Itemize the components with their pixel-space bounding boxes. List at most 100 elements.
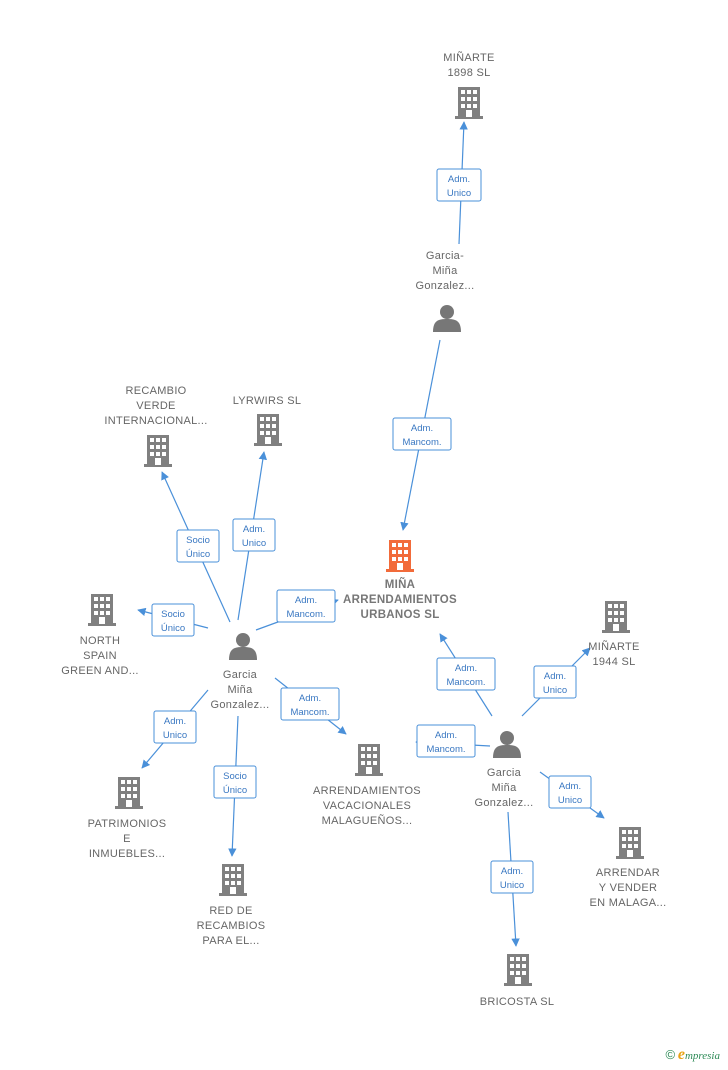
- node-garcia_right[interactable]: GarciaMiñaGonzalez...: [475, 731, 534, 809]
- node-label-line: Garcia: [487, 767, 522, 779]
- node-red[interactable]: RED DE RECAMBIOS PARA EL...: [197, 864, 266, 947]
- node-label-line: INMUEBLES...: [89, 848, 165, 860]
- node-label-line: VACACIONALES: [323, 800, 411, 812]
- edge-label-line: Socio: [223, 771, 247, 782]
- node-label-line: Gonzalez...: [211, 699, 270, 711]
- person-icon: [433, 305, 461, 332]
- building-icon: [455, 87, 483, 119]
- node-arrvac[interactable]: ARRENDAMIENTOSVACACIONALESMALAGUEÑOS...: [313, 744, 421, 827]
- edge-label-box: [280, 687, 340, 721]
- edge-role-label[interactable]: Adm.Mancom.: [416, 724, 476, 758]
- node-label-line: ARRENDAMIENTOS: [343, 594, 457, 606]
- edge-role-label[interactable]: Adm.Unico: [548, 775, 592, 809]
- edge-label-line: Adm.: [544, 671, 566, 682]
- edge-label-box: [436, 168, 482, 202]
- node-label-line: Gonzalez...: [416, 280, 475, 292]
- copyright-symbol: ©: [665, 1047, 676, 1062]
- node-label-line: MALAGUEÑOS...: [322, 814, 413, 827]
- node-patrimonios[interactable]: PATRIMONIOS E INMUEBLES...: [88, 777, 167, 860]
- node-label-line: GREEN AND...: [61, 665, 139, 677]
- building-icon: [219, 864, 247, 896]
- person-icon: [229, 633, 257, 660]
- node-main[interactable]: MIÑA ARRENDAMIENTOS URBANOS SL: [343, 540, 457, 621]
- node-label-line: RED DE: [209, 905, 252, 917]
- node-garcia_left[interactable]: GarciaMiñaGonzalez...: [211, 633, 270, 711]
- building-icon: [616, 827, 644, 859]
- node-label-line: URBANOS SL: [360, 609, 439, 621]
- node-label-line: RECAMBIO: [125, 385, 186, 397]
- edge-label-line: Adm.: [435, 730, 457, 741]
- edge-label-line: Unico: [242, 538, 266, 549]
- edge-label-line: Adm.: [455, 663, 477, 674]
- building-icon: [88, 594, 116, 626]
- edge-label-line: Unico: [500, 880, 524, 891]
- node-label-line: Miña: [491, 782, 517, 794]
- edge-role-label[interactable]: Adm. Mancom.: [392, 417, 452, 451]
- edge-role-label[interactable]: Adm.Unico: [490, 860, 534, 894]
- edge-label-line: Adm.: [448, 174, 470, 185]
- node-label-line: E: [123, 833, 131, 845]
- node-recambio[interactable]: RECAMBIOVERDEINTERNACIONAL...: [104, 385, 207, 467]
- edge-label-box: [548, 775, 592, 809]
- edge-garcia_top-to-main: Adm. Mancom.: [392, 339, 452, 531]
- edge-label-line: Adm.: [411, 423, 433, 434]
- node-label-line: Garcia: [223, 669, 258, 681]
- edge-label-line: Unico: [558, 795, 582, 806]
- edge-label-box: [176, 529, 220, 563]
- node-label-line: Gonzalez...: [475, 797, 534, 809]
- building-icon: [355, 744, 383, 776]
- edge-garcia_right-to-minarte1944: Adm. Unico: [521, 647, 591, 717]
- node-label-line: PARA EL...: [202, 935, 259, 947]
- node-label-line: LYRWIRS SL: [233, 395, 302, 407]
- edge-role-label[interactable]: Adm. Unico: [533, 665, 577, 699]
- edge-role-label[interactable]: Adm.Mancom.: [280, 687, 340, 721]
- node-label-line: NORTH: [80, 635, 120, 647]
- building-icon: [386, 540, 414, 572]
- node-label-line: ARRENDAR: [596, 867, 660, 879]
- edge-garcia_right-to-main: Adm.Mancom.: [436, 633, 496, 717]
- edge-role-label[interactable]: Adm.Mancom.: [436, 657, 496, 691]
- node-label-line: EN MALAGA...: [590, 897, 667, 909]
- building-icon: [602, 601, 630, 633]
- node-label-line: MIÑARTE: [588, 640, 639, 653]
- edge-label-line: Adm.: [243, 524, 265, 535]
- node-bricosta[interactable]: BRICOSTA SL: [480, 954, 555, 1008]
- edge-garcia_left-to-main: Adm.Mancom.: [255, 589, 339, 631]
- node-garcia_top[interactable]: Garcia-MiñaGonzalez...: [416, 250, 475, 332]
- edge-label-line: Mancom.: [402, 437, 441, 448]
- node-lyrwirs[interactable]: LYRWIRS SL: [233, 395, 302, 446]
- edges-layer: Adm.UnicoAdm.Mancom.SocioÚnicoAdm.UnicoS…: [137, 121, 605, 947]
- person-icon: [493, 731, 521, 758]
- edge-role-label[interactable]: Adm. Unico: [232, 518, 276, 552]
- edge-label-box: [151, 603, 195, 637]
- edge-role-label[interactable]: Adm.Unico: [436, 168, 482, 202]
- node-arrendar[interactable]: ARRENDAR Y VENDER EN MALAGA...: [590, 827, 667, 909]
- node-label-line: MIÑA: [385, 578, 416, 591]
- edge-garcia_right-to-garcia_left: Adm.Mancom.: [415, 724, 491, 758]
- edge-label-line: Socio: [186, 535, 210, 546]
- edge-label-line: Único: [186, 549, 210, 560]
- edge-garcia_top-to-minarte1898: Adm.Unico: [436, 121, 482, 245]
- edge-role-label[interactable]: Adm.Unico: [153, 710, 197, 744]
- edge-label-line: Único: [223, 785, 247, 796]
- node-label-line: RECAMBIOS: [197, 920, 266, 932]
- edge-label-box: [153, 710, 197, 744]
- edge-garcia_left-to-arrvac: Adm.Mancom.: [274, 677, 347, 735]
- edge-label-line: Unico: [543, 685, 567, 696]
- edge-label-box: [490, 860, 534, 894]
- edge-garcia_right-to-arrendar: Adm.Unico: [539, 771, 605, 819]
- edge-label-line: Unico: [163, 730, 187, 741]
- node-label-line: Y VENDER: [599, 882, 657, 894]
- node-label-line: PATRIMONIOS: [88, 818, 167, 830]
- edge-label-box: [416, 724, 476, 758]
- edge-role-label[interactable]: Adm.Mancom.: [276, 589, 336, 623]
- building-icon: [504, 954, 532, 986]
